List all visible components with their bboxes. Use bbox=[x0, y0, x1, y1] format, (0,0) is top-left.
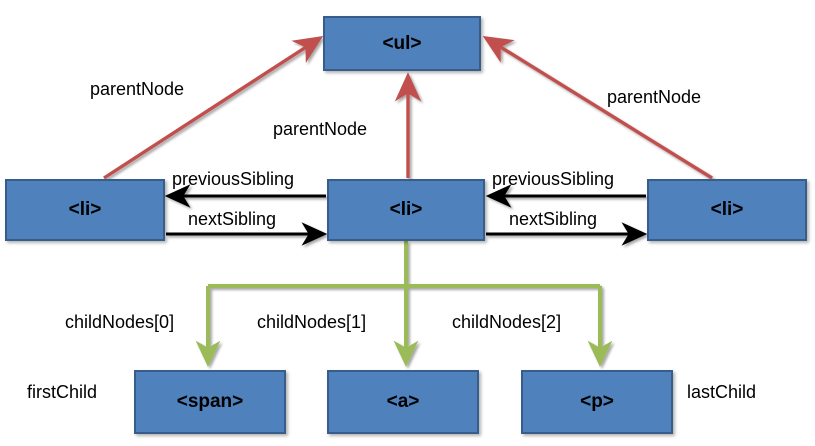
label-previoussibling-right: previousSibling bbox=[492, 169, 615, 189]
node-a-label: <a> bbox=[386, 391, 420, 412]
edge-parentnode-right bbox=[482, 36, 713, 180]
label-parentnode-left: parentNode bbox=[90, 79, 185, 99]
childnodes-edges bbox=[195, 241, 613, 368]
label-childnodes-1: childNodes[1] bbox=[257, 312, 367, 332]
node-li-right[interactable]: <li> bbox=[647, 179, 807, 241]
label-firstchild: firstChild bbox=[27, 382, 98, 402]
node-p-label: <p> bbox=[580, 391, 614, 412]
node-li-center-label: <li> bbox=[389, 199, 423, 220]
label-nextsibling-right: nextSibling bbox=[509, 209, 598, 229]
node-li-left[interactable]: <li> bbox=[5, 179, 165, 241]
node-li-center[interactable]: <li> bbox=[327, 179, 485, 241]
sibling-edges bbox=[164, 184, 648, 246]
node-p[interactable]: <p> bbox=[521, 370, 673, 434]
node-ul-label: <ul> bbox=[382, 32, 422, 54]
label-parentnode-right: parentNode bbox=[607, 87, 702, 107]
node-a[interactable]: <a> bbox=[327, 370, 479, 434]
node-ul[interactable]: <ul> bbox=[323, 16, 481, 71]
node-li-right-label: <li> bbox=[710, 199, 744, 220]
label-nextsibling-left: nextSibling bbox=[188, 209, 277, 229]
label-childnodes-2: childNodes[2] bbox=[452, 312, 562, 332]
label-lastchild: lastChild bbox=[687, 382, 757, 402]
label-parentnode-center: parentNode bbox=[273, 119, 368, 139]
parent-node-edges bbox=[103, 35, 713, 180]
node-span-label: <span> bbox=[176, 391, 244, 412]
node-li-left-label: <li> bbox=[68, 199, 102, 220]
label-previoussibling-left: previousSibling bbox=[172, 169, 295, 189]
label-childnodes-0: childNodes[0] bbox=[65, 312, 175, 332]
node-span[interactable]: <span> bbox=[134, 370, 286, 434]
edge-parentnode-left bbox=[103, 35, 324, 180]
